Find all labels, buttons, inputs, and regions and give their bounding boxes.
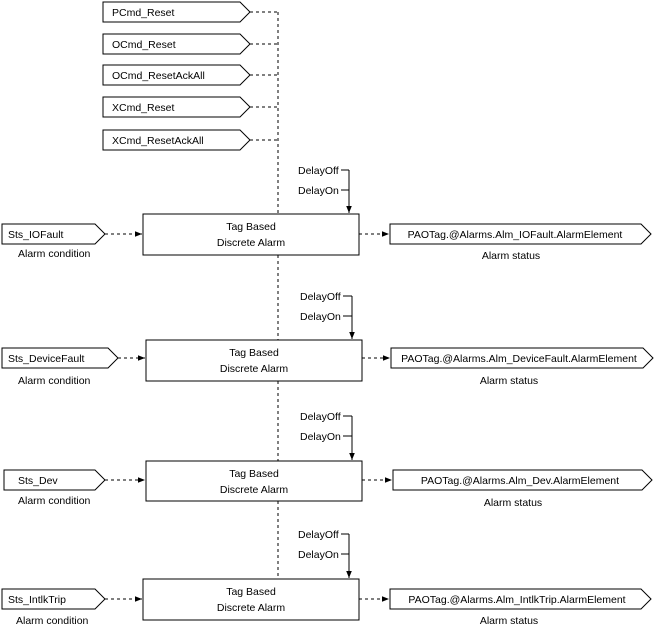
input-tag-label: Sts_Dev bbox=[18, 475, 58, 487]
delay-off-label: DelayOff bbox=[298, 165, 339, 177]
input-caption: Alarm condition bbox=[18, 248, 91, 260]
output-tag-label: PAOTag.@Alarms.Alm_DeviceFault.AlarmElem… bbox=[401, 353, 637, 365]
alarm-row-0: DelayOff DelayOn Sts_IOFault Alarm condi… bbox=[1, 165, 652, 262]
alarm-block bbox=[142, 578, 360, 621]
reset-input-reset-2: OCmd_ResetAckAll bbox=[102, 64, 278, 86]
alarm-block-subtitle: Discrete Alarm bbox=[217, 237, 286, 249]
reset-input-reset-1: OCmd_Reset bbox=[102, 33, 278, 55]
input-tag-label: Sts_IntlkTrip bbox=[8, 594, 66, 606]
output-caption: Alarm status bbox=[482, 250, 540, 262]
alarm-row-2: DelayOff DelayOn Sts_Dev Alarm condition… bbox=[3, 411, 653, 509]
reset-input-shape bbox=[102, 129, 251, 151]
alarm-block bbox=[145, 339, 363, 382]
input-caption: Alarm condition bbox=[18, 495, 91, 507]
alarm-block-title: Tag Based bbox=[229, 347, 279, 359]
reset-input-reset-4: XCmd_ResetAckAll bbox=[102, 129, 278, 151]
alarm-block bbox=[145, 460, 363, 502]
input-tag-shape bbox=[1, 588, 106, 610]
alarm-block bbox=[142, 213, 360, 256]
reset-input-label: XCmd_ResetAckAll bbox=[112, 135, 204, 147]
alarm-block-subtitle: Discrete Alarm bbox=[220, 363, 289, 375]
delay-off-label: DelayOff bbox=[300, 291, 341, 303]
output-tag-label: PAOTag.@Alarms.Alm_IntlkTrip.AlarmElemen… bbox=[408, 594, 625, 606]
output-tag-shape bbox=[392, 469, 653, 491]
output-tag-shape bbox=[390, 347, 654, 369]
reset-input-label: XCmd_Reset bbox=[112, 102, 175, 114]
alarm-row-1: DelayOff DelayOn Sts_DeviceFault Alarm c… bbox=[1, 291, 654, 387]
output-tag-shape bbox=[389, 588, 652, 610]
reset-input-shape bbox=[102, 64, 251, 86]
reset-input-shape bbox=[102, 1, 251, 23]
alarm-block-subtitle: Discrete Alarm bbox=[220, 484, 289, 496]
input-tag-label: Sts_DeviceFault bbox=[8, 353, 85, 365]
delay-on-label: DelayOn bbox=[300, 431, 341, 443]
alarm-block-subtitle: Discrete Alarm bbox=[217, 602, 286, 614]
delay-on-label: DelayOn bbox=[298, 185, 339, 197]
output-caption: Alarm status bbox=[480, 375, 538, 387]
output-caption: Alarm status bbox=[480, 615, 538, 627]
reset-input-label: OCmd_ResetAckAll bbox=[112, 70, 205, 82]
input-tag-label: Sts_IOFault bbox=[8, 229, 64, 241]
alarm-row-3: DelayOff DelayOn Sts_IntlkTrip Alarm con… bbox=[1, 529, 652, 627]
output-tag-shape bbox=[389, 223, 652, 245]
reset-input-label: OCmd_Reset bbox=[112, 39, 176, 51]
input-tag-shape bbox=[1, 347, 119, 369]
input-caption: Alarm condition bbox=[16, 615, 89, 627]
delay-on-label: DelayOn bbox=[300, 311, 341, 323]
reset-input-label: PCmd_Reset bbox=[112, 7, 175, 19]
reset-input-shape bbox=[102, 33, 251, 55]
reset-input-reset-0: PCmd_Reset bbox=[102, 1, 278, 23]
alarm-block-title: Tag Based bbox=[226, 221, 276, 233]
alarm-block-title: Tag Based bbox=[229, 468, 279, 480]
input-tag-shape bbox=[1, 223, 106, 245]
reset-input-shape bbox=[102, 96, 251, 118]
input-tag-shape bbox=[3, 469, 106, 491]
output-tag-label: PAOTag.@Alarms.Alm_IOFault.AlarmElement bbox=[408, 229, 623, 241]
reset-input-reset-3: XCmd_Reset bbox=[102, 96, 278, 118]
input-caption: Alarm condition bbox=[18, 375, 91, 387]
output-tag-label: PAOTag.@Alarms.Alm_Dev.AlarmElement bbox=[421, 475, 619, 487]
delay-off-label: DelayOff bbox=[298, 529, 339, 541]
alarm-block-title: Tag Based bbox=[226, 586, 276, 598]
delay-on-label: DelayOn bbox=[298, 549, 339, 561]
delay-off-label: DelayOff bbox=[300, 411, 341, 423]
output-caption: Alarm status bbox=[484, 497, 542, 509]
